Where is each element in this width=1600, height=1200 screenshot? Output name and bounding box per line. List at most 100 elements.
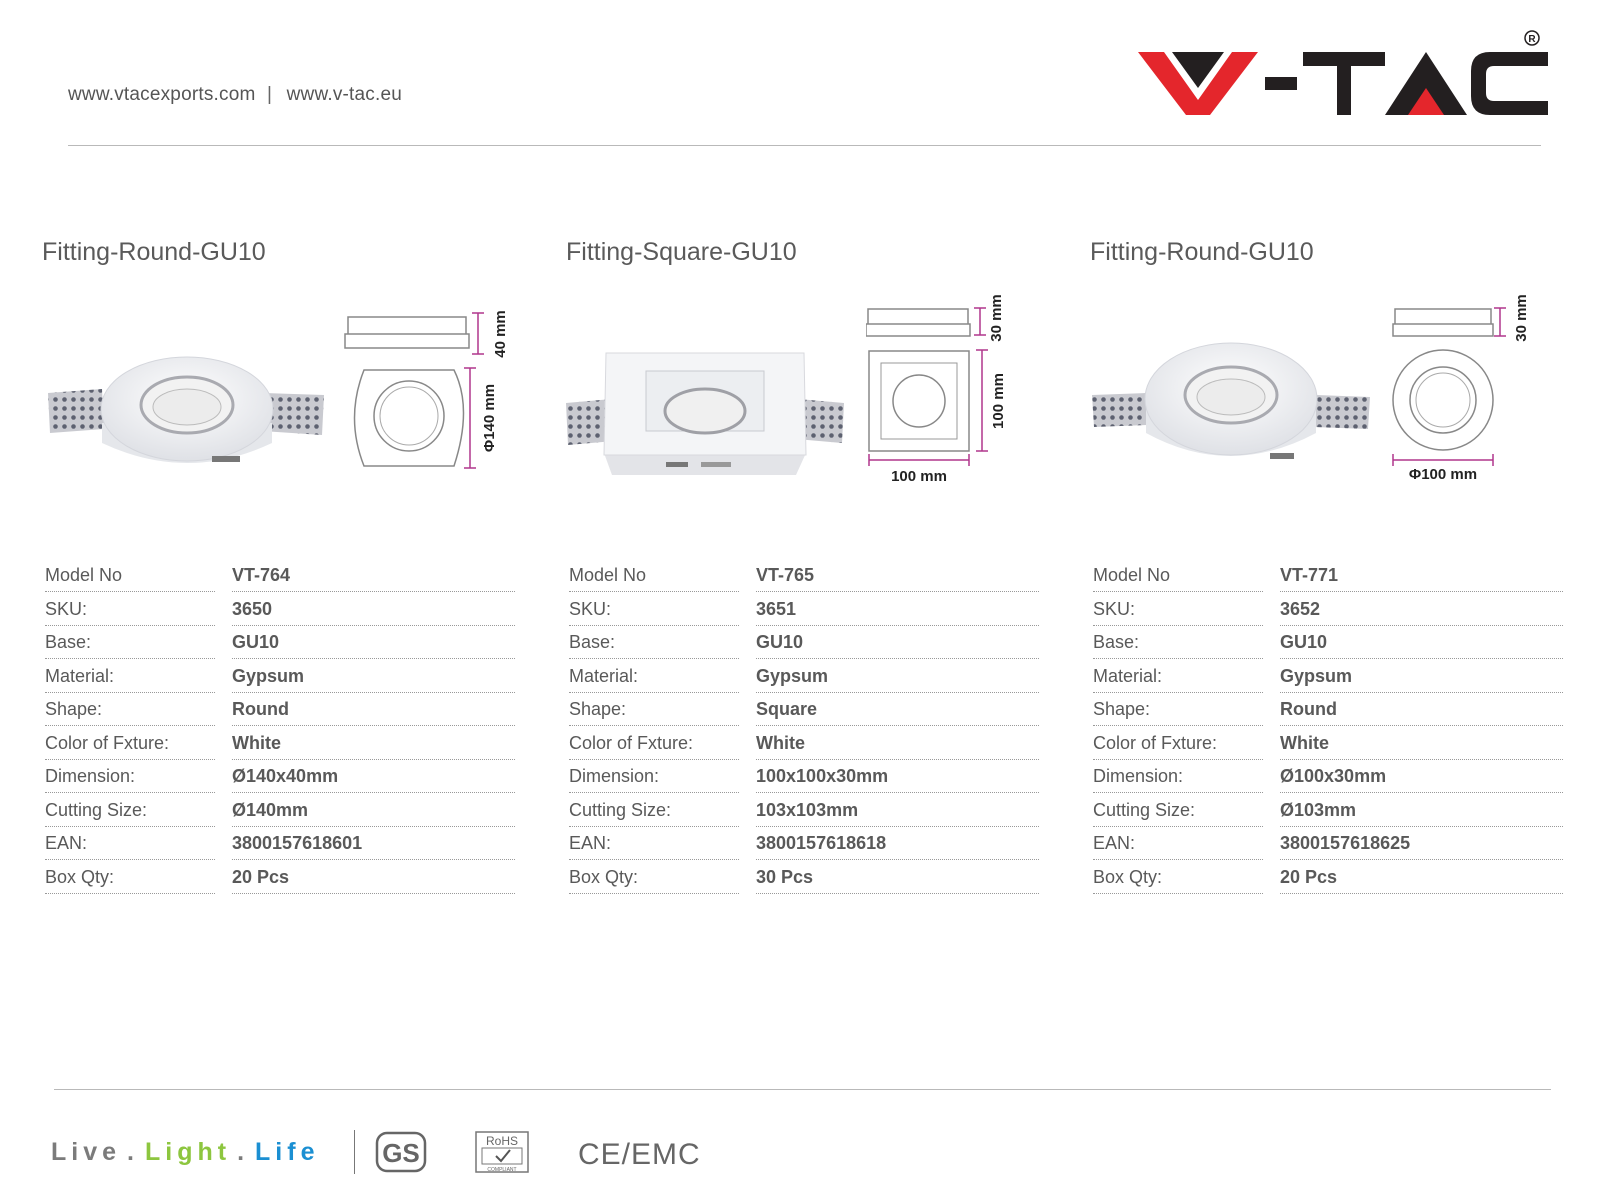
- spec-label: Color of Fxture:: [45, 733, 215, 760]
- rohs-label: RoHS: [486, 1134, 518, 1148]
- spec-value-color: White: [232, 733, 515, 760]
- product-column-3: Fitting-Round-GU10 30 mm Φ: [1090, 228, 1580, 908]
- spec-value-ean: 3800157618601: [232, 833, 515, 860]
- dimension-drawing-3: 30 mm Φ100 mm: [1392, 294, 1530, 483]
- spec-value-base: GU10: [756, 632, 1039, 659]
- spec-value-cutting: 103x103mm: [756, 800, 1039, 827]
- spec-value-material: Gypsum: [756, 666, 1039, 693]
- spec-value-boxqty: 30 Pcs: [756, 867, 1039, 894]
- dimension-depth-label: 100 mm: [990, 373, 1007, 429]
- footer-separator: [354, 1130, 355, 1174]
- spec-row-model: Model No VT-765: [569, 561, 1039, 595]
- spec-row-boxqty: Box Qty: 20 Pcs: [1093, 863, 1563, 897]
- spec-row-sku: SKU:3652: [1093, 595, 1563, 629]
- product-title: Fitting-Round-GU10: [1090, 238, 1314, 266]
- spec-value-shape: Round: [232, 699, 515, 726]
- product-photo-round-small: [1092, 342, 1370, 459]
- spec-label: Model No: [569, 565, 739, 592]
- ce-emc-mark: CE/EMC: [578, 1138, 701, 1171]
- dimension-height-label: 40 mm: [492, 310, 509, 358]
- spec-row-dimension: Dimension: Ø140x40mm: [45, 762, 515, 796]
- spec-row-material: Material:Gypsum: [45, 662, 515, 696]
- dimension-diameter-label: Φ100 mm: [1409, 466, 1477, 483]
- spec-label: SKU:: [1093, 599, 1263, 626]
- spec-label: Material:: [569, 666, 739, 693]
- product-photo-square: [566, 352, 844, 475]
- spec-label: Color of Fxture:: [1093, 733, 1263, 760]
- spec-label: SKU:: [569, 599, 739, 626]
- spec-label: Box Qty:: [569, 867, 739, 894]
- spec-label: Shape:: [45, 699, 215, 726]
- product-photo-round: [48, 356, 324, 463]
- tagline-dot: .: [127, 1138, 139, 1166]
- product-title: Fitting-Round-GU10: [42, 238, 266, 266]
- tagline-live: Live: [51, 1138, 122, 1166]
- website-link-exports[interactable]: www.vtacexports.com: [68, 84, 256, 105]
- product-title: Fitting-Square-GU10: [566, 238, 797, 266]
- spec-value-dimension: Ø100x30mm: [1280, 766, 1563, 793]
- spec-label: Shape:: [1093, 699, 1263, 726]
- dimension-drawing-2: 30 mm 100 mm 100 mm: [866, 294, 1007, 485]
- spec-row-base: Base:GU10: [1093, 628, 1563, 662]
- spec-label: Base:: [45, 632, 215, 659]
- spec-label: Dimension:: [45, 766, 215, 793]
- spec-label: Cutting Size:: [45, 800, 215, 827]
- spec-value-shape: Round: [1280, 699, 1563, 726]
- spec-label: Model No: [1093, 565, 1263, 592]
- website-link-eu[interactable]: www.v-tac.eu: [286, 84, 403, 105]
- vtac-logo: R: [1138, 30, 1548, 115]
- spec-row-model: Model No VT-764: [45, 561, 515, 595]
- spec-value-shape: Square: [756, 699, 1039, 726]
- spec-label: Material:: [45, 666, 215, 693]
- spec-value-boxqty: 20 Pcs: [1280, 867, 1563, 894]
- tagline-light: Light: [144, 1138, 232, 1166]
- spec-label: Material:: [1093, 666, 1263, 693]
- product-column-2: Fitting-Square-GU10 30 mm 100: [566, 228, 1056, 908]
- spec-row-base: Base: GU10: [569, 628, 1039, 662]
- header-divider: [68, 145, 1541, 146]
- svg-text:GS: GS: [382, 1138, 420, 1168]
- spec-table: Model No VT-764 SKU: 3650 Base: GU10 Materi…: [45, 561, 515, 896]
- spec-row-ean: EAN: 3800157618618: [569, 829, 1039, 863]
- spec-row-color: Color of Fxture: White: [45, 729, 515, 763]
- spec-label: Base:: [569, 632, 739, 659]
- spec-value-model: VT-765: [756, 565, 1039, 592]
- svg-text:R: R: [1528, 34, 1536, 45]
- dimension-height-label: 30 mm: [988, 294, 1005, 342]
- spec-value-ean: 3800157618625: [1280, 833, 1563, 860]
- spec-row-color: Color of Fxture:White: [569, 729, 1039, 763]
- spec-row-dimension: Dimension: Ø100x30mm: [1093, 762, 1563, 796]
- spec-label: Cutting Size:: [569, 800, 739, 827]
- spec-label: Model No: [45, 565, 215, 592]
- gs-certification-icon: GS: [375, 1131, 427, 1173]
- rohs-compliant-icon: RoHS COMPLIANT: [475, 1131, 529, 1173]
- spec-label: EAN:: [569, 833, 739, 860]
- spec-value-ean: 3800157618618: [756, 833, 1039, 860]
- spec-label: SKU:: [45, 599, 215, 626]
- tagline-dot: .: [237, 1138, 250, 1166]
- spec-value-cutting: Ø103mm: [1280, 800, 1563, 827]
- spec-row-shape: Shape: Round: [1093, 695, 1563, 729]
- spec-label: Cutting Size:: [1093, 800, 1263, 827]
- spec-label: Shape:: [569, 699, 739, 726]
- spec-label: EAN:: [1093, 833, 1263, 860]
- spec-value-model: VT-764: [232, 565, 515, 592]
- spec-table: Model No VT-765 SKU:3651 Base: GU10 Materi…: [569, 561, 1039, 896]
- tagline-life: Life: [255, 1138, 320, 1166]
- spec-label: Dimension:: [1093, 766, 1263, 793]
- spec-row-ean: EAN:3800157618601: [45, 829, 515, 863]
- spec-value-dimension: Ø140x40mm: [232, 766, 515, 793]
- spec-row-boxqty: Box Qty: 30 Pcs: [569, 863, 1039, 897]
- spec-row-cutting: Cutting Size: 103x103mm: [569, 796, 1039, 830]
- spec-row-material: Material:Gypsum: [1093, 662, 1563, 696]
- spec-row-sku: SKU:3651: [569, 595, 1039, 629]
- product-column-1: Fitting-Round-GU10 40 mm Φ: [42, 228, 532, 908]
- spec-value-sku: 3650: [232, 599, 515, 626]
- spec-row-shape: Shape: Square: [569, 695, 1039, 729]
- spec-row-dimension: Dimension:100x100x30mm: [569, 762, 1039, 796]
- spec-label: Box Qty:: [45, 867, 215, 894]
- spec-value-base: GU10: [232, 632, 515, 659]
- spec-label: Box Qty:: [1093, 867, 1263, 894]
